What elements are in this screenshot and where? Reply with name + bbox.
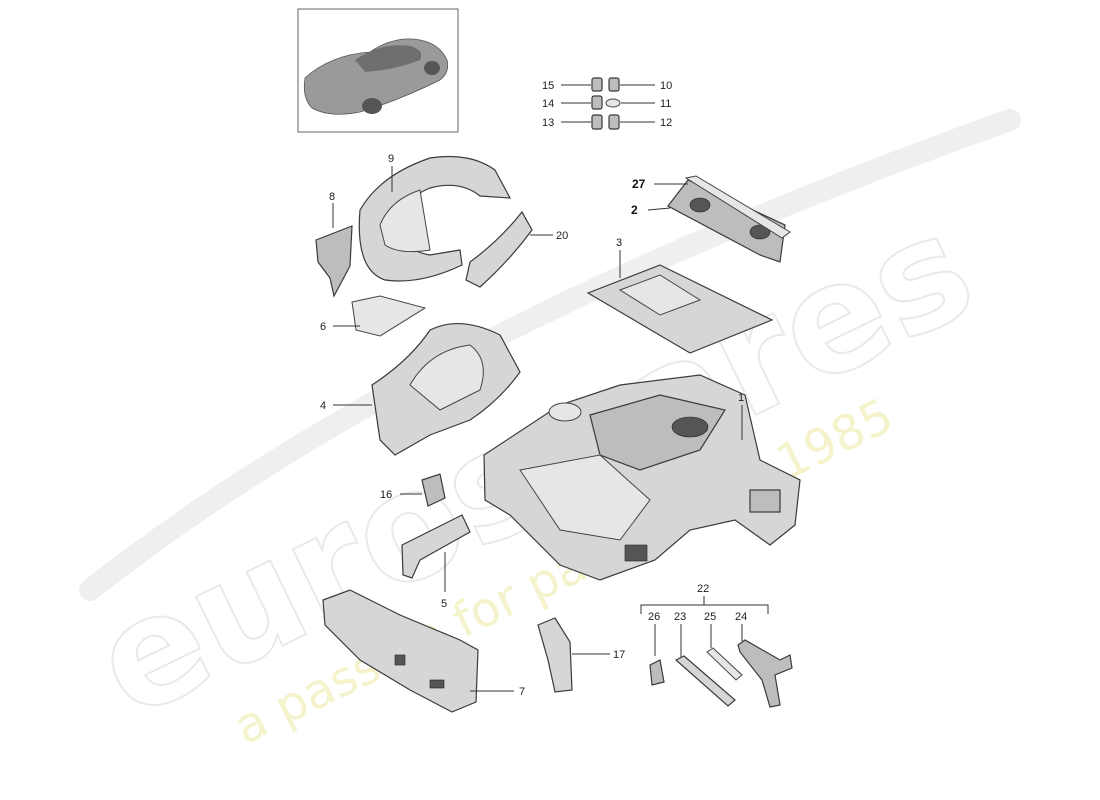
part-7-rear-panel: 7 — [322, 589, 525, 713]
label-17: 17 — [613, 649, 625, 661]
fastener-12-icon — [608, 114, 620, 130]
fastener-14-icon — [591, 95, 603, 110]
label-11: 11 — [660, 98, 671, 110]
tools-group: 22 26 23 25 24 — [640, 583, 793, 708]
label-25: 25 — [704, 611, 716, 623]
car-wheel-icon — [362, 98, 382, 114]
part-9-wheel-arch: 9 — [358, 153, 512, 282]
part-8-bracket: 8 — [315, 191, 353, 298]
label-13: 13 — [542, 117, 554, 129]
label-16: 16 — [380, 489, 392, 501]
part-4-inner-arch: 4 — [320, 322, 521, 456]
label-9: 9 — [388, 153, 394, 165]
part-6-bracket: 6 — [320, 295, 427, 337]
part-27-strip: 27 — [632, 175, 791, 239]
car-cockpit-icon — [355, 45, 422, 72]
part-16-block: 16 — [380, 473, 446, 507]
part-17-bracket: 17 — [537, 617, 625, 693]
fastener-15-icon — [591, 77, 603, 92]
label-22: 22 — [697, 583, 709, 595]
sealant-tube-icon — [674, 655, 736, 707]
bottle-icon — [649, 659, 665, 686]
part-1-rear-body: 1 — [483, 374, 801, 581]
label-7: 7 — [519, 686, 525, 698]
label-4: 4 — [320, 400, 326, 412]
label-24: 24 — [735, 611, 747, 623]
fastener-group: 15 10 14 11 13 12 — [542, 77, 672, 130]
label-23: 23 — [674, 611, 686, 623]
nozzle-icon — [706, 647, 743, 681]
label-27: 27 — [632, 177, 646, 191]
label-10: 10 — [660, 80, 672, 92]
label-14: 14 — [542, 98, 554, 110]
label-3: 3 — [616, 237, 622, 249]
part-3-floor-panel: 3 — [586, 237, 774, 354]
label-26: 26 — [648, 611, 660, 623]
fastener-13-icon — [591, 114, 603, 130]
label-6: 6 — [320, 321, 326, 333]
label-15: 15 — [542, 80, 554, 92]
fastener-10-icon — [608, 77, 620, 92]
label-8: 8 — [329, 191, 335, 203]
sealant-gun-icon — [737, 639, 793, 708]
label-2: 2 — [631, 203, 638, 217]
part-5-rail: 5 — [401, 514, 471, 610]
label-12: 12 — [660, 117, 672, 129]
label-5: 5 — [441, 598, 447, 610]
washer-11-icon — [605, 98, 621, 108]
car-thumbnail — [297, 8, 459, 133]
label-20: 20 — [556, 230, 568, 242]
part-20-panel: 20 — [465, 210, 568, 288]
car-wheel-icon — [424, 61, 440, 75]
label-1: 1 — [738, 392, 744, 404]
